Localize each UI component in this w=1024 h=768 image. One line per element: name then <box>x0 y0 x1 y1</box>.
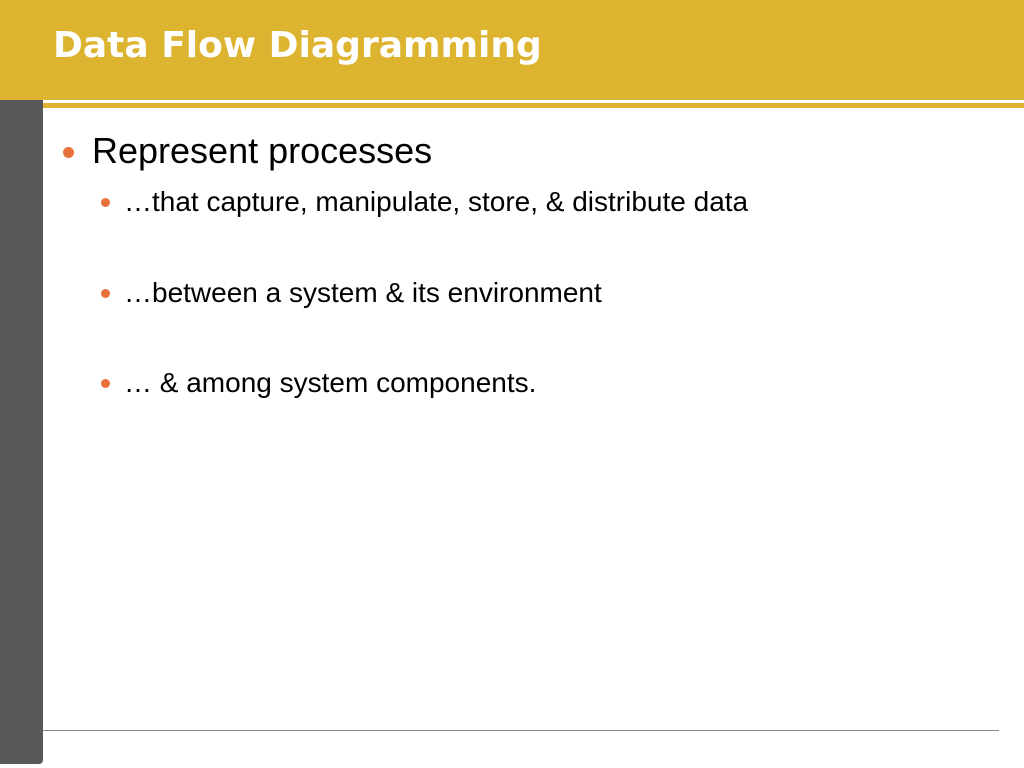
footer-divider <box>43 730 999 731</box>
bullet-text: …that capture, manipulate, store, & dist… <box>124 186 749 217</box>
slide-title: Data Flow Diagramming <box>53 25 542 66</box>
left-side-bar <box>0 100 43 764</box>
bullet-dot-icon <box>101 289 110 298</box>
bullet-item-level2: …between a system & its environment <box>101 277 602 309</box>
bullet-dot-icon <box>63 147 74 158</box>
title-accent-line <box>0 103 1024 108</box>
bullet-item-level1: Represent processes <box>63 131 432 171</box>
bullet-text: Represent processes <box>92 130 433 171</box>
bullet-dot-icon <box>101 198 110 207</box>
title-bar: Data Flow Diagramming <box>0 0 1024 100</box>
bullet-item-level2: …that capture, manipulate, store, & dist… <box>101 186 748 218</box>
bullet-text: …between a system & its environment <box>124 277 602 308</box>
bullet-item-level2: … & among system components. <box>101 367 536 399</box>
bullet-dot-icon <box>101 379 110 388</box>
bullet-text: … & among system components. <box>124 367 537 398</box>
